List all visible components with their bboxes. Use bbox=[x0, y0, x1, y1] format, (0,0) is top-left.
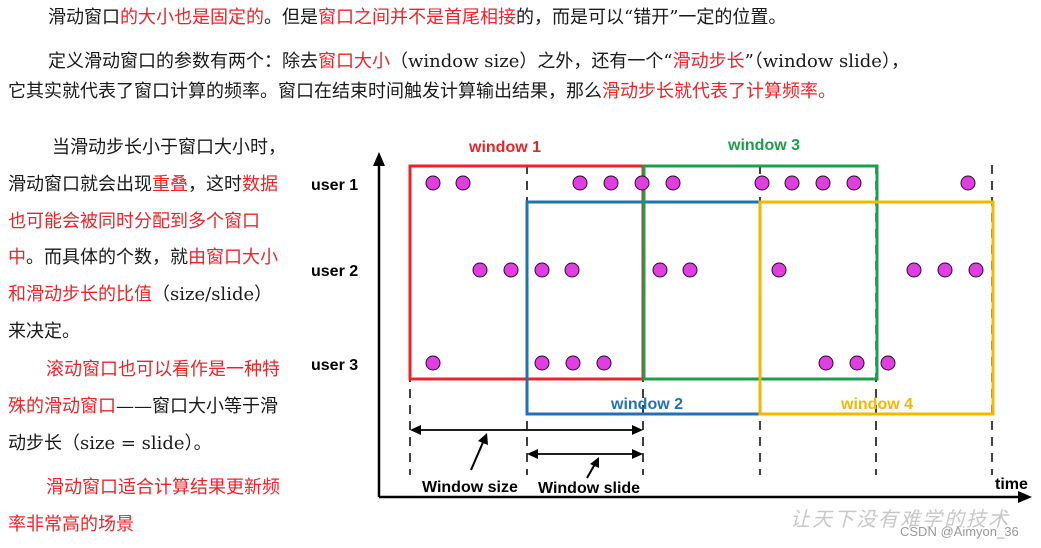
x-axis-arrow bbox=[1018, 491, 1032, 503]
size-arrow-left bbox=[410, 425, 421, 435]
text-run: 它其实就代表了窗口计算的频率。窗口在结束时间触发计算输出结果，那么 bbox=[8, 81, 602, 102]
highlighted-text: 重叠 bbox=[152, 173, 188, 195]
highlighted-text: 滑动窗口适合计算结果更新频率非常高的场景 bbox=[8, 477, 280, 535]
slide-arrow-right bbox=[632, 449, 643, 459]
event-dot bbox=[534, 262, 550, 278]
user-1-label: user 1 bbox=[311, 177, 358, 194]
event-dot bbox=[968, 262, 984, 278]
text-run: （window size）之外，还有一个“ bbox=[390, 51, 673, 72]
slide-pointer bbox=[586, 463, 596, 479]
event-dot bbox=[652, 262, 668, 278]
text-run: ，这时 bbox=[188, 173, 242, 195]
window-3-label: window 3 bbox=[727, 137, 800, 154]
text-run: 滑动窗口 bbox=[48, 7, 120, 28]
event-dot bbox=[815, 175, 831, 191]
event-dot bbox=[960, 175, 976, 191]
text-run: 定义滑动窗口的参数有两个：除去 bbox=[48, 51, 318, 72]
csdn-credit: CSDN @Aimyon_36 bbox=[900, 524, 1019, 539]
highlighted-text: 滑动步长就代表了计算频率。 bbox=[602, 81, 836, 102]
event-dot bbox=[534, 355, 550, 371]
highlighted-text: 数据也可能会被同时分配到多个窗口中 bbox=[8, 173, 278, 269]
event-dot bbox=[634, 175, 650, 191]
highlighted-text: 窗口大小 bbox=[318, 51, 390, 72]
size-arrow-right bbox=[632, 425, 643, 435]
event-dot bbox=[565, 355, 581, 371]
text-run: 的，而是可以“错开”一定的位置。 bbox=[516, 7, 787, 28]
event-dot bbox=[665, 175, 681, 191]
watermark: 让天下没有难学的技术 bbox=[790, 507, 1010, 531]
side-paragraph-overlap: 当滑动步长小于窗口大小时，滑动窗口就会出现重叠，这时数据也可能会被同时分配到多个… bbox=[8, 130, 290, 351]
highlighted-text: 滚动窗口也可以看作是一种特殊的滑动窗口 bbox=[8, 359, 280, 417]
event-dot bbox=[784, 175, 800, 191]
side-paragraph-usecase: 滑动窗口适合计算结果更新频率非常高的场景 bbox=[8, 470, 290, 544]
event-dot bbox=[754, 175, 770, 191]
text-run: 当滑动步长小于窗口大小时，滑动窗口就会出现 bbox=[8, 137, 286, 195]
text-run: 。而具体的个数，就 bbox=[26, 247, 188, 269]
window-4-box bbox=[758, 200, 995, 416]
y-axis-arrow bbox=[373, 152, 385, 166]
size-pointer bbox=[470, 439, 485, 471]
event-dot bbox=[425, 355, 441, 371]
time-label: time bbox=[995, 476, 1028, 493]
event-dot bbox=[425, 175, 441, 191]
window-size-label: Window size bbox=[422, 479, 518, 496]
event-dot bbox=[880, 355, 896, 371]
slide-arrow-left bbox=[527, 449, 538, 459]
intro-paragraph-1: 滑动窗口的大小也是固定的。但是窗口之间并不是首尾相接的，而是可以“错开”一定的位… bbox=[48, 4, 786, 32]
intro-paragraph-2: 定义滑动窗口的参数有两个：除去窗口大小（window size）之外，还有一个“… bbox=[48, 48, 909, 76]
user-2-label: user 2 bbox=[311, 263, 358, 280]
text-run: ——窗口大小等于滑动步长（size = slide）。 bbox=[8, 395, 278, 454]
event-dot bbox=[682, 262, 698, 278]
event-dot bbox=[564, 262, 580, 278]
event-dot bbox=[503, 262, 519, 278]
window-1-label: window 1 bbox=[468, 139, 541, 156]
highlighted-text: 窗口之间并不是首尾相接 bbox=[318, 7, 516, 28]
event-dot bbox=[603, 175, 619, 191]
text-run: （size/slide）来决定。 bbox=[8, 284, 273, 342]
event-dot bbox=[455, 175, 471, 191]
text-run: 。但是 bbox=[264, 7, 318, 28]
event-dot bbox=[937, 262, 953, 278]
event-dot bbox=[818, 355, 834, 371]
highlighted-text: 由窗口大小和滑动步长的比值 bbox=[8, 247, 278, 306]
highlighted-text: 滑动步长 bbox=[672, 51, 745, 72]
events bbox=[425, 175, 984, 371]
text-run: ”（window slide）， bbox=[744, 51, 909, 72]
event-dot bbox=[572, 175, 588, 191]
event-dot bbox=[906, 262, 922, 278]
window-slide-label: Window slide bbox=[538, 480, 640, 497]
time-boundaries bbox=[409, 165, 993, 475]
user-3-label: user 3 bbox=[311, 357, 358, 374]
event-dot bbox=[596, 355, 612, 371]
size-pointer-head bbox=[478, 433, 488, 445]
event-dot bbox=[849, 355, 865, 371]
window-4-label: window 4 bbox=[840, 396, 913, 413]
intro-paragraph-3: 它其实就代表了窗口计算的频率。窗口在结束时间触发计算输出结果，那么滑动步长就代表… bbox=[8, 78, 836, 106]
slide-pointer-head bbox=[590, 457, 599, 468]
event-dot bbox=[472, 262, 488, 278]
event-dot bbox=[846, 175, 862, 191]
side-paragraph-tumbling: 滚动窗口也可以看作是一种特殊的滑动窗口——窗口大小等于滑动步长（size = s… bbox=[8, 352, 290, 462]
highlighted-text: 的大小也是固定的 bbox=[120, 7, 264, 28]
event-dot bbox=[771, 262, 787, 278]
window-2-label: window 2 bbox=[610, 396, 683, 413]
